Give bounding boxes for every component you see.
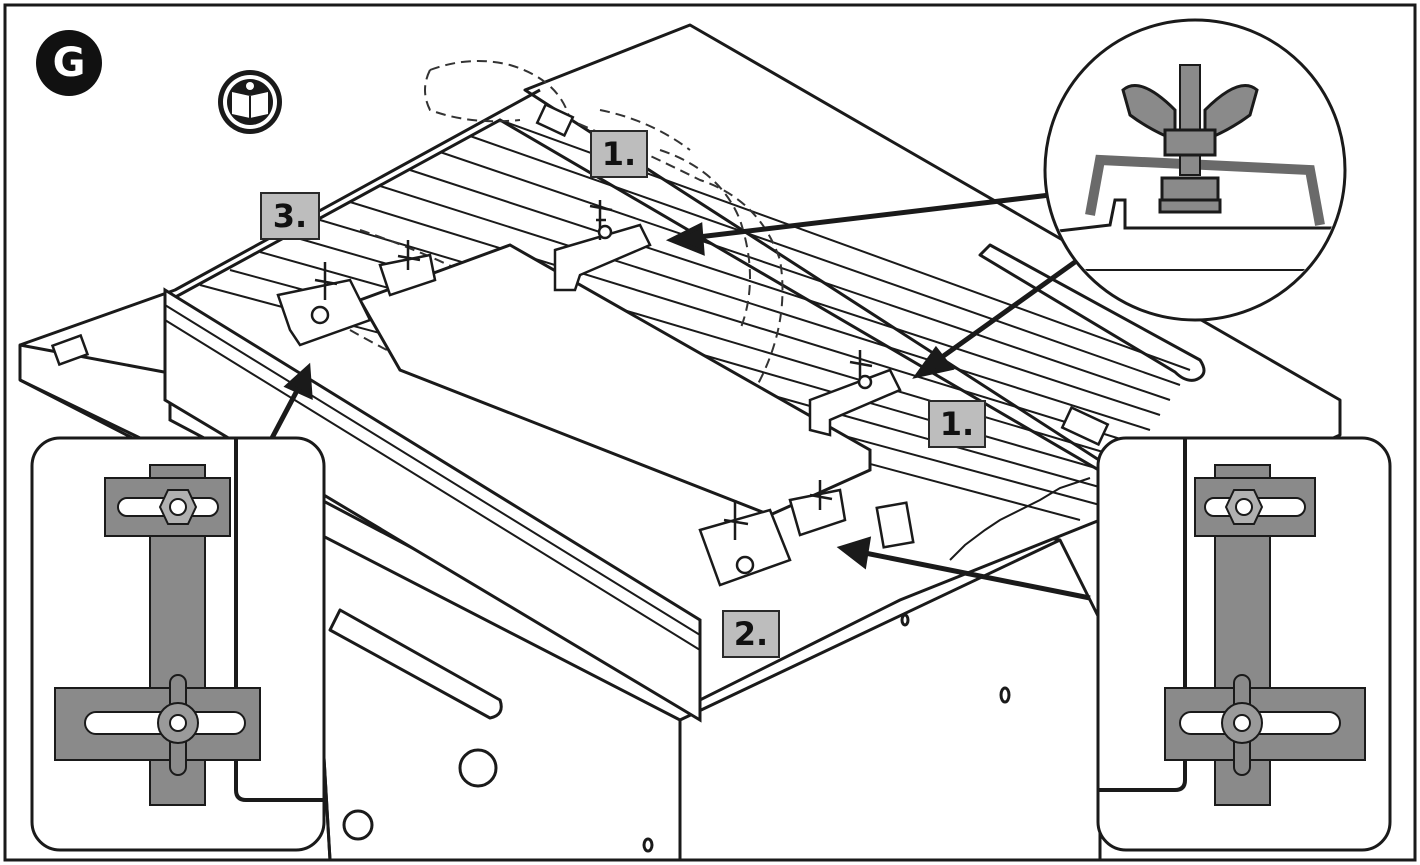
read-manual-icon — [218, 70, 282, 134]
callout-2-bottom: 2. — [722, 610, 780, 658]
clamp-corner-hinges — [50, 102, 1110, 549]
clamp-bottom-a — [698, 500, 792, 587]
clamp-left-a — [276, 262, 372, 347]
callout-1-right: 1. — [928, 400, 986, 448]
callout-3-left: 3. — [260, 192, 320, 240]
pointer-arrows — [269, 192, 1091, 601]
wing-nut-clamps — [50, 102, 1110, 587]
callout-1-top: 1. — [590, 130, 648, 178]
detail-box-right — [1096, 436, 1392, 852]
clamp-left-b — [378, 240, 437, 297]
clamp-right — [808, 350, 902, 437]
detail-box-left — [30, 436, 326, 852]
cover-plate — [357, 243, 872, 517]
step-badge: G — [36, 30, 102, 96]
clamp-top-center — [553, 200, 652, 292]
detail-circle-wing-nut — [1043, 18, 1347, 322]
clamp-bottom-b — [788, 480, 847, 537]
